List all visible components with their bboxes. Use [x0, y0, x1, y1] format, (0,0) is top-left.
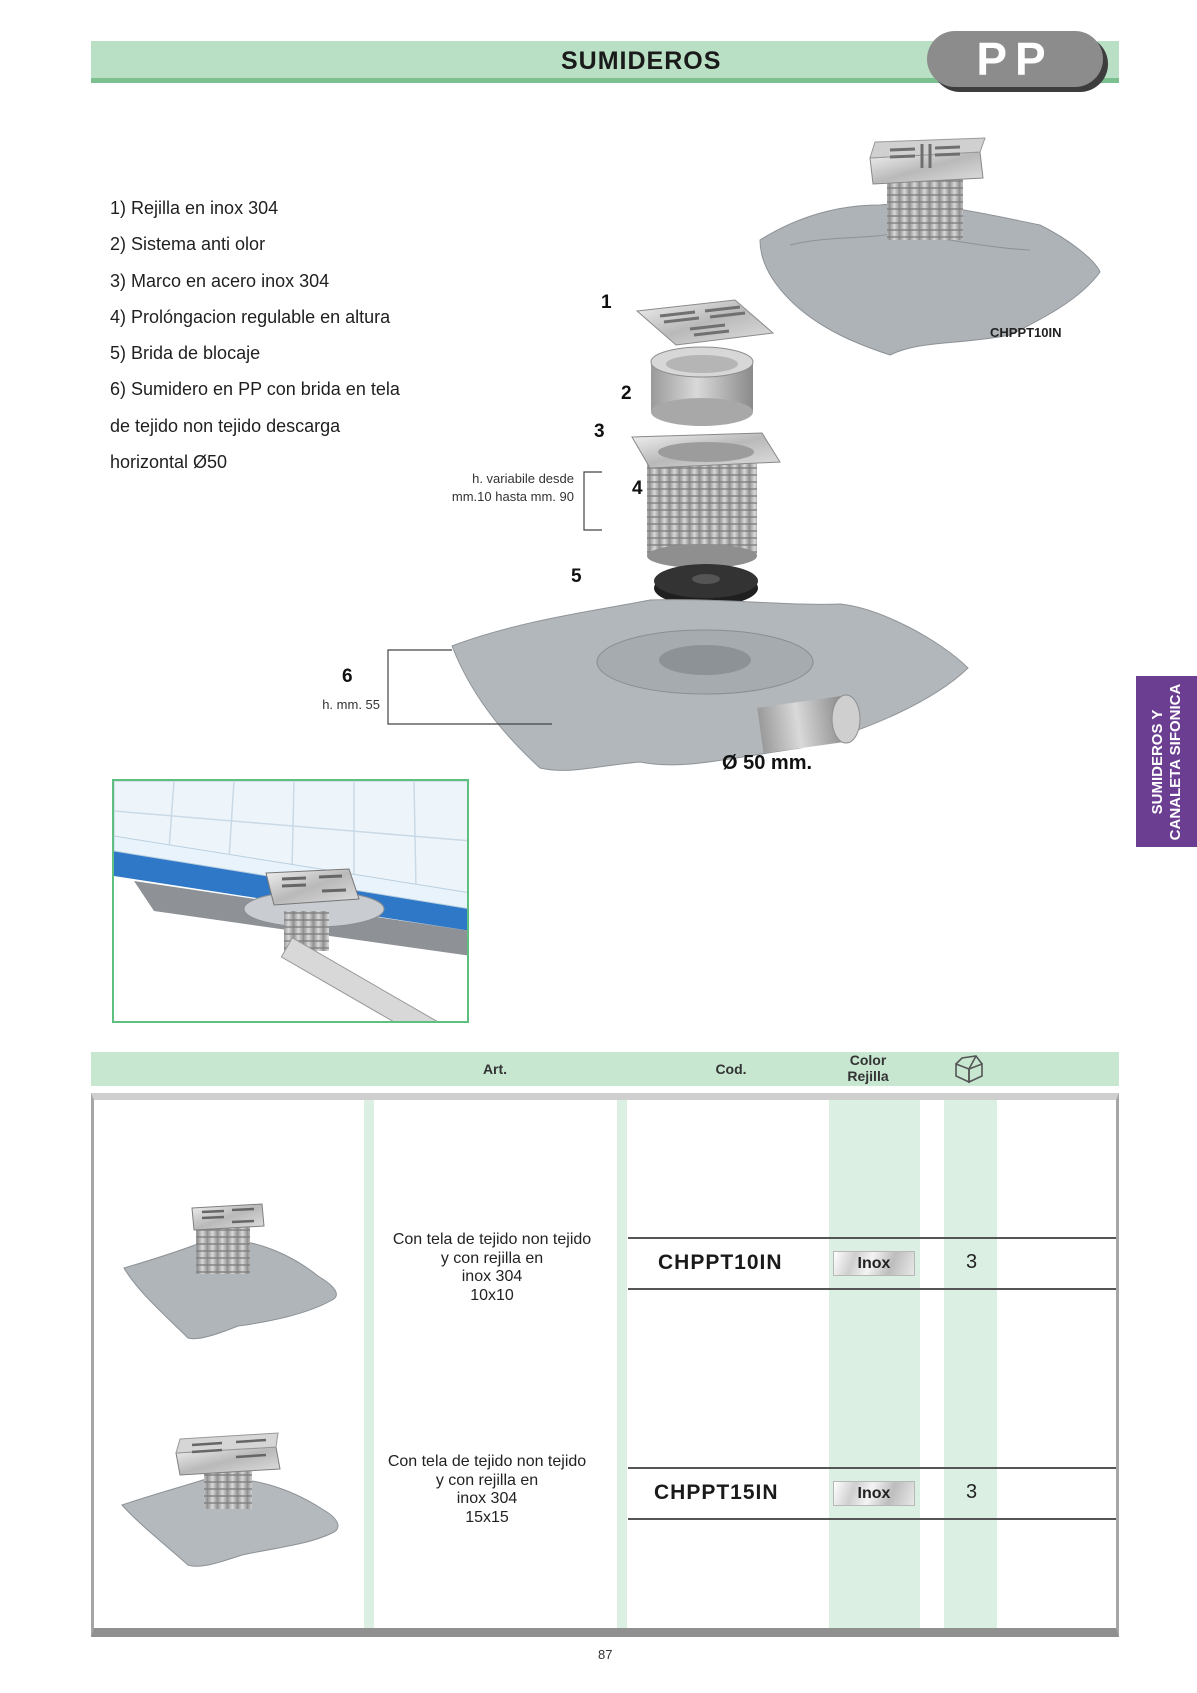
pack-quantity: 3 — [966, 1251, 978, 1273]
header-color-line: Rejilla — [847, 1068, 889, 1084]
table-header — [91, 1052, 1119, 1086]
section-side-tab[interactable]: SUMIDEROS Y CANALETA SIFONICA — [1136, 676, 1197, 847]
header-art: Art. — [482, 1061, 508, 1077]
frame-and-extension-part — [631, 432, 781, 568]
height-note: h. variabile desde mm.10 hasta mm. 90 — [412, 470, 574, 506]
side-tab-line: CANALETA SIFONICA — [1166, 683, 1184, 840]
description-line: y con rejilla en — [440, 1249, 544, 1267]
color-chip-inox: Inox — [833, 1251, 915, 1276]
column-divider — [617, 1100, 627, 1628]
callout-extension: 4 — [632, 478, 643, 499]
box-quantity-icon — [955, 1055, 983, 1084]
header-cod: Cod. — [715, 1061, 747, 1077]
row-line — [628, 1288, 1116, 1290]
feature-item: 5) Brida de blocaje — [110, 343, 261, 364]
base-drain-part — [451, 599, 969, 771]
product-photo-chppt10in — [759, 137, 1101, 356]
product-description: Con tela de tejido non tejido y con reji… — [372, 1231, 612, 1305]
material-badge-label: PP — [976, 33, 1054, 85]
dimension-brackets — [387, 471, 602, 725]
description-line: inox 304 — [456, 1490, 518, 1507]
product-description: Con tela de tejido non tejido y con reji… — [367, 1453, 607, 1527]
description-line: 10x10 — [470, 1286, 514, 1304]
feature-item: 4) Prolóngacion regulable en altura — [110, 306, 391, 327]
description-line: inox 304 — [461, 1268, 523, 1285]
row-line — [628, 1237, 1116, 1239]
side-tab-line: SUMIDEROS Y — [1148, 709, 1166, 814]
feature-item: 1) Rejilla en inox 304 — [110, 198, 279, 218]
height-note-line: h. variabile desde — [472, 471, 574, 486]
photo-code-label: CHPPT10IN — [990, 325, 1062, 340]
column-divider — [364, 1100, 374, 1628]
base-height-note: h. mm. 55 — [322, 697, 380, 712]
qty-column-stripe — [944, 1100, 997, 1628]
product-code: CHPPT10IN — [658, 1251, 783, 1274]
header-color-line: Color — [849, 1052, 887, 1068]
page-number: 87 — [598, 1647, 613, 1662]
row-line — [628, 1518, 1116, 1520]
product-image-chppt15in — [121, 1432, 339, 1567]
description-line: 15x15 — [465, 1508, 509, 1526]
installation-illustration — [112, 779, 469, 1023]
color-column-stripe — [829, 1100, 920, 1628]
color-chip-inox: Inox — [833, 1481, 915, 1506]
callout-flange: 5 — [571, 566, 582, 587]
feature-item: de tejido non tejido descarga — [110, 415, 341, 436]
header-color: Color Rejilla — [838, 1052, 898, 1084]
feature-item: horizontal Ø50 — [110, 452, 228, 473]
page-title: SUMIDEROS — [561, 47, 722, 75]
feature-list: 1) Rejilla en inox 304 2) Sistema anti o… — [110, 190, 430, 480]
diameter-label: Ø 50 mm. — [722, 752, 813, 774]
pack-quantity: 3 — [966, 1481, 978, 1503]
feature-item: 6) Sumidero en PP con brida en tela — [110, 379, 400, 400]
callout-anti-odor: 2 — [621, 383, 632, 404]
description-line: y con rejilla en — [435, 1471, 539, 1489]
feature-item: 3) Marco en acero inox 304 — [110, 270, 330, 291]
description-line: Con tela de tejido non tejido — [387, 1453, 587, 1470]
material-badge: PP — [927, 31, 1103, 87]
product-image-chppt10in — [123, 1203, 337, 1340]
exploded-diagram — [387, 137, 1101, 771]
anti-odor-part — [650, 346, 754, 426]
product-table — [91, 1093, 1119, 1637]
callout-frame: 3 — [594, 421, 605, 442]
description-line: Con tela de tejido non tejido — [392, 1231, 592, 1248]
height-note-line: mm.10 hasta mm. 90 — [451, 489, 574, 504]
feature-item: 2) Sistema anti olor — [110, 234, 266, 255]
grate-part — [635, 299, 775, 346]
row-line — [628, 1467, 1116, 1469]
callout-base: 6 — [342, 666, 353, 687]
callout-grate: 1 — [601, 292, 612, 313]
installation-drawing — [114, 781, 467, 1021]
locking-flange-part — [654, 564, 758, 606]
product-code: CHPPT15IN — [654, 1481, 779, 1504]
